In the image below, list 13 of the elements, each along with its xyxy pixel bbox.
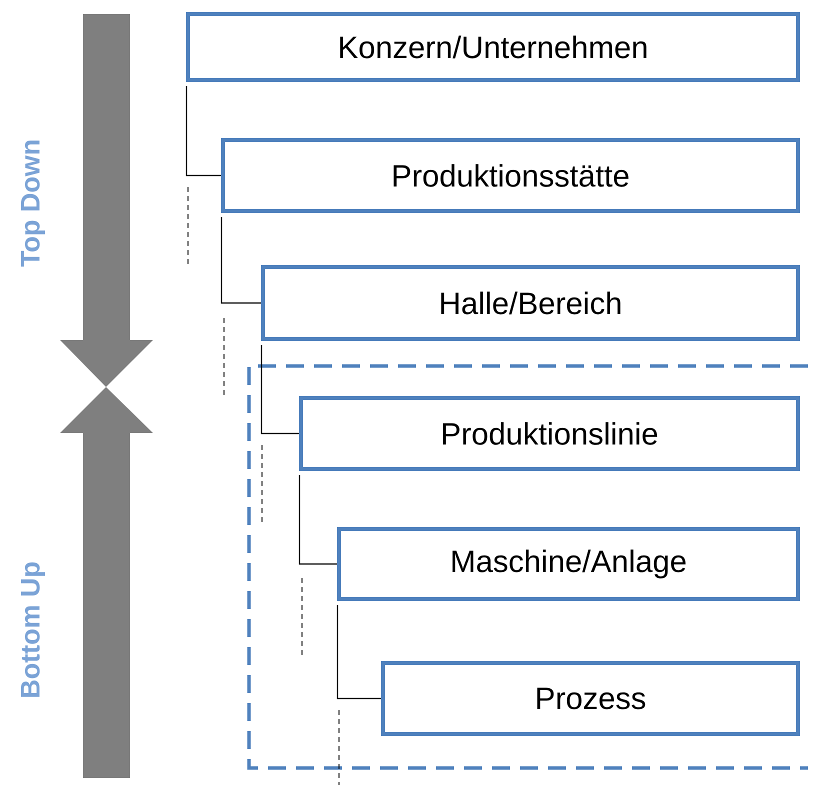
level-box: Produktionslinie xyxy=(299,396,800,471)
connector-line xyxy=(260,344,299,434)
arrow-label: Top Down xyxy=(20,140,46,267)
arrow-label: Bottom Up xyxy=(20,562,46,697)
connector-line xyxy=(186,86,221,176)
level-box: Produktionsstätte xyxy=(221,138,800,213)
connector-line xyxy=(220,216,261,304)
connector-line xyxy=(298,474,337,565)
level-box: Maschine/Anlage xyxy=(337,526,800,601)
connector-line xyxy=(336,604,381,700)
level-box: Prozess xyxy=(381,660,800,736)
level-box: Konzern/Unternehmen xyxy=(186,12,800,82)
level-box: Halle/Bereich xyxy=(261,264,800,341)
